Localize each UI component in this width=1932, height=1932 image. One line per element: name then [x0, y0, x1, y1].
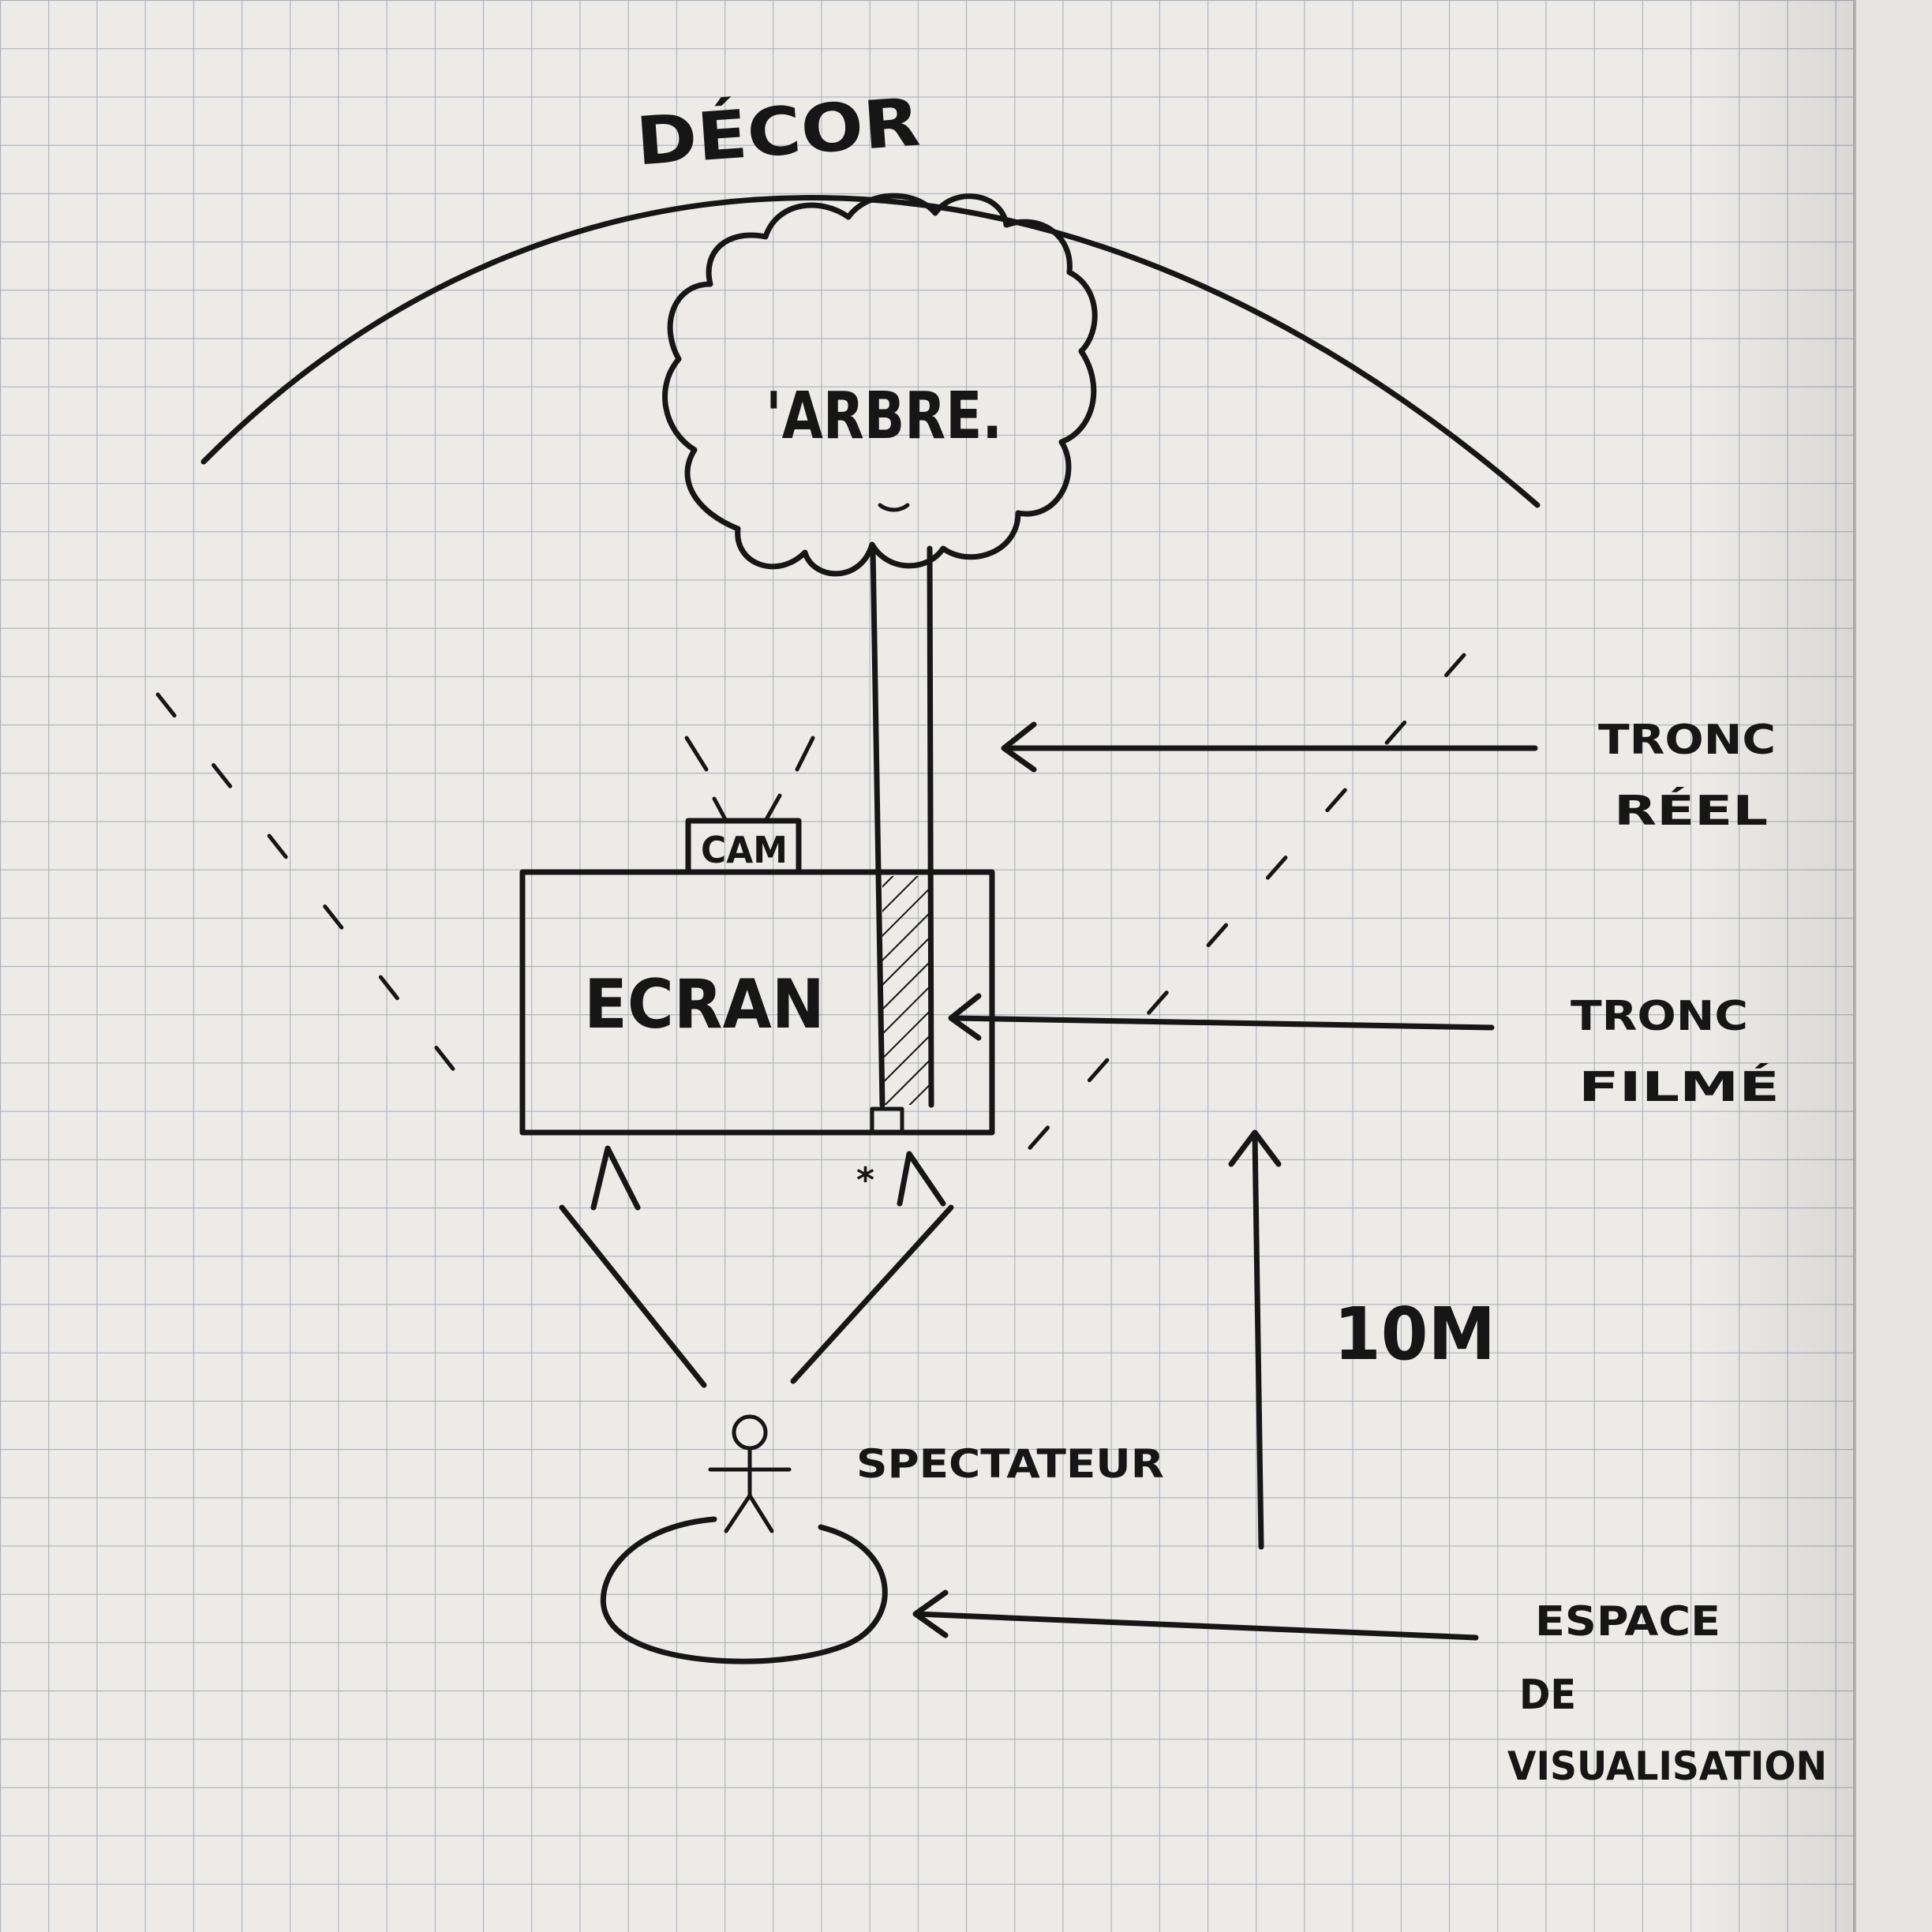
camera-signal-right — [795, 736, 815, 772]
viewing-space-ellipse — [600, 1516, 888, 1664]
next-page-edge — [1855, 0, 1932, 1932]
screen-foot-left — [590, 1145, 641, 1211]
camera-signal-left — [684, 736, 709, 772]
spectateur-label: SPECTATEUR — [856, 1441, 1164, 1487]
asterisk-mark: * — [856, 1160, 874, 1200]
tronc-filme-label-1: TRONC — [1571, 993, 1748, 1040]
espace-label-1: ESPACE — [1535, 1598, 1720, 1646]
tree-canopy — [662, 193, 1098, 577]
distance-arrow — [1252, 1132, 1264, 1550]
view-line-right — [790, 1204, 954, 1384]
screen-box — [519, 869, 995, 1136]
espace-label-2: DE — [1519, 1672, 1576, 1719]
ecran-label: ECRAN — [584, 965, 825, 1044]
field-dashed-right — [1024, 653, 1466, 1155]
screen-foot-right — [897, 1151, 946, 1207]
tronc-reel-label-1: TRONC — [1598, 717, 1776, 764]
tronc-filme-label-2: FILMÉ — [1578, 1063, 1780, 1111]
tree-trunk-left — [870, 545, 886, 1108]
decor-arc — [200, 195, 1541, 508]
tronc-reel-label-2: RÉEL — [1614, 787, 1768, 835]
arrow-espace — [914, 1611, 1479, 1641]
view-line-left — [559, 1204, 707, 1388]
filmed-trunk-hatch — [882, 876, 931, 1105]
arbre-label: 'ARBRE. — [766, 379, 1002, 454]
arrow-tronc-filme — [950, 1015, 1495, 1031]
distance-label: 10M — [1334, 1292, 1496, 1376]
espace-label-3: VISUALISATION — [1507, 1743, 1827, 1789]
cam-label: CAM — [701, 829, 788, 871]
